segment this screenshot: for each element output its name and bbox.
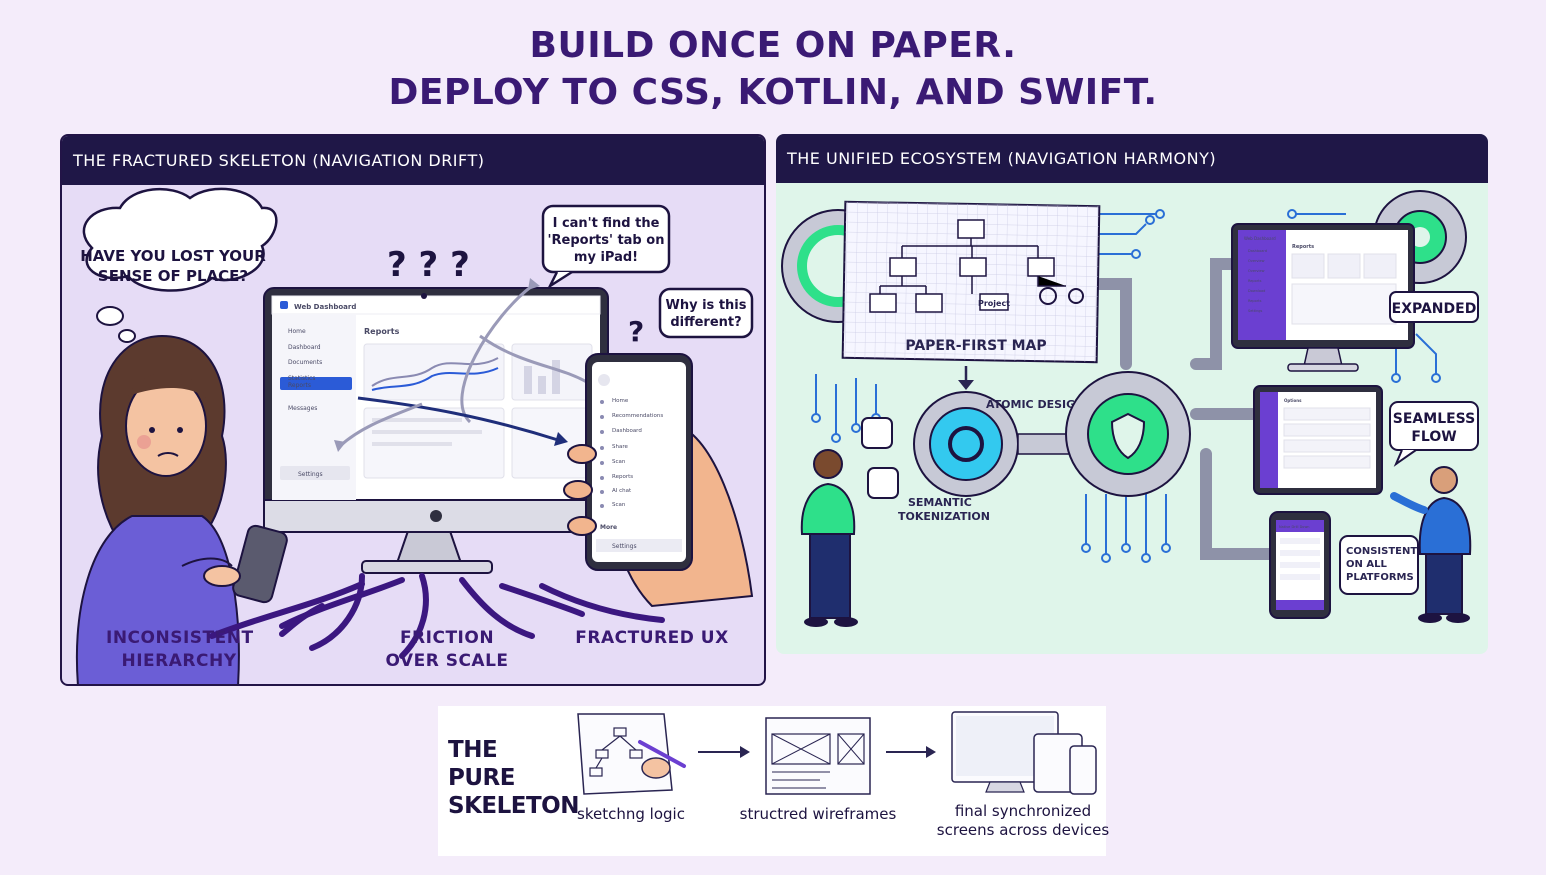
- phone-title: Native Drill Down: [1279, 525, 1310, 529]
- seamless-line-2: FLOW: [1411, 429, 1456, 445]
- step-label-wireframes: structred wireframes: [739, 805, 897, 823]
- ipad-bubble-line-1: I can't find the: [553, 216, 660, 231]
- consistent-tag: CONSISTENT ON ALL PLATFORMS: [1339, 535, 1419, 595]
- different-bubble-line-2: different?: [670, 315, 741, 330]
- monitor-app-title: Web Dashboard: [294, 303, 356, 311]
- person-left: [800, 449, 858, 627]
- desktop-nav-3[interactable]: Reports: [1248, 279, 1262, 283]
- phone-in-hand: Home Recommendations Dashboard Share Sca…: [563, 353, 754, 608]
- atomic-design-label: ATOMIC DESIGN: [986, 398, 1084, 411]
- caption-inconsistent-hierarchy: INCONSISTENT HIERARCHY: [106, 628, 254, 671]
- confused-woman: [75, 334, 288, 684]
- expanded-label: EXPANDED: [1392, 301, 1477, 317]
- phone-nav-home[interactable]: Home: [612, 398, 629, 404]
- fractured-skeleton-panel: THE FRACTURED SKELETON (NAVIGATION DRIFT…: [60, 134, 766, 686]
- consistent-line-1: CONSISTENT: [1346, 546, 1417, 557]
- desktop-nav-6[interactable]: Settings: [1248, 309, 1263, 313]
- svg-text:?: ?: [628, 315, 644, 348]
- different-speech-bubble: Why is this different? ?: [628, 287, 754, 348]
- fractured-illustration: HAVE YOU LOST YOUR SENSE OF PLACE? ? ? ?…: [75, 187, 754, 684]
- fractured-roots: [209, 573, 665, 659]
- phone-nav-scan[interactable]: Scan: [612, 459, 626, 465]
- desktop-nav-0[interactable]: Dashboard: [1248, 249, 1267, 253]
- desktop-content-title: Reports: [1292, 244, 1314, 250]
- pure-skeleton-title: THE PURE SKELETON: [448, 737, 579, 819]
- atomic-design-gear: ATOMIC DESIGN: [913, 391, 1084, 497]
- token-icons: SEMANTIC TOKENIZATION: [861, 417, 990, 523]
- tablet-title: Options: [1284, 398, 1302, 403]
- desktop-app-title: Web Dashboard: [1244, 236, 1276, 241]
- thought-bubble-line-1: HAVE YOU LOST YOUR: [80, 247, 266, 265]
- project-label: Project: [978, 299, 1010, 308]
- monitor-nav-statistics[interactable]: Statistics: [288, 375, 315, 382]
- unified-desktop: Web Dashboard Reports Dashboard Overview…: [1231, 223, 1415, 372]
- phone-nav-share[interactable]: Share: [612, 444, 628, 450]
- monitor-nav-home[interactable]: Home: [288, 328, 306, 335]
- caption-friction-over-scale: FRICTION OVER SCALE: [385, 628, 509, 671]
- right-panel-header: THE UNIFIED ECOSYSTEM (NAVIGATION HARMON…: [776, 134, 1488, 183]
- unified-illustration: Project PAPER-FIRST MAP ATOMIC DESIGN SE…: [781, 190, 1479, 627]
- phone-nav-reports[interactable]: Reports: [612, 474, 633, 480]
- unified-ecosystem-panel: THE UNIFIED ECOSYSTEM (NAVIGATION HARMON…: [776, 134, 1488, 654]
- title-line-2: DEPLOY TO CSS, KOTLIN, AND SWIFT.: [388, 72, 1158, 113]
- ipad-speech-bubble: I can't find the 'Reports' tab on my iPa…: [541, 204, 671, 290]
- consistent-line-3: PLATFORMS: [1346, 572, 1414, 583]
- phone-nav-dashboard[interactable]: Dashboard: [612, 428, 642, 434]
- ipad-bubble-line-3: my iPad!: [574, 250, 638, 265]
- unified-phone: Native Drill Down: [1269, 511, 1331, 619]
- monitor-nav-documents[interactable]: Documents: [288, 359, 322, 366]
- thought-bubble: HAVE YOU LOST YOUR SENSE OF PLACE?: [80, 187, 278, 343]
- arrow-right-icon-2: [886, 746, 936, 758]
- seamless-line-1: SEAMLESS: [1393, 411, 1475, 427]
- caption-fractured-ux: FRACTURED UX: [575, 628, 729, 648]
- paper-first-map: Project PAPER-FIRST MAP: [841, 200, 1101, 390]
- drift-arrows: [334, 278, 591, 452]
- step-label-final-screens: final synchronized screens across device…: [936, 802, 1110, 839]
- monitor-nav-messages[interactable]: Messages: [288, 405, 317, 412]
- desktop-nav-5[interactable]: Reports: [1248, 299, 1262, 303]
- phone-nav-recommendations[interactable]: Recommendations: [612, 413, 663, 419]
- phone-nav-ai-chat[interactable]: AI chat: [612, 488, 632, 494]
- thought-bubble-line-2: SENSE OF PLACE?: [98, 267, 248, 285]
- ipad-bubble-line-2: 'Reports' tab on: [548, 233, 665, 248]
- semantic-label-2: TOKENIZATION: [898, 510, 990, 523]
- expanded-tag: EXPANDED: [1389, 291, 1479, 323]
- phone-settings[interactable]: Settings: [612, 543, 637, 550]
- arrow-right-icon-1: [698, 746, 750, 758]
- sketch-paper-icon: [577, 713, 686, 795]
- monitor-content-title: Reports: [364, 327, 400, 336]
- phone-nav-scan-2[interactable]: Scan: [612, 502, 626, 508]
- desktop-nav-1[interactable]: Overview: [1248, 259, 1265, 263]
- monitor-nav-dashboard[interactable]: Dashboard: [288, 344, 321, 351]
- semantic-label-1: SEMANTIC: [908, 496, 972, 509]
- unified-tablet: Options: [1253, 385, 1383, 495]
- desktop-nav-2[interactable]: Overview: [1248, 269, 1265, 273]
- pipes: [1092, 258, 1278, 560]
- monitor-settings[interactable]: Settings: [298, 471, 323, 478]
- different-bubble-line-1: Why is this: [666, 298, 747, 313]
- devices-icon: [951, 711, 1097, 795]
- monitor-nav-reports[interactable]: Reports: [288, 382, 311, 389]
- step-label-sketching: sketchng logic: [577, 805, 685, 823]
- desktop-nav-4[interactable]: Download: [1248, 289, 1265, 293]
- seamless-flow-tag: SEAMLESS FLOW: [1389, 401, 1479, 467]
- title-line-1: BUILD ONCE ON PAPER.: [529, 25, 1017, 66]
- phone-more: More: [600, 524, 617, 531]
- shield-gear: [1065, 371, 1191, 497]
- wireframe-icon: [765, 717, 871, 795]
- question-marks: ? ? ?: [387, 245, 470, 285]
- consistent-line-2: ON ALL: [1346, 559, 1387, 570]
- paper-first-map-label: PAPER-FIRST MAP: [905, 338, 1046, 354]
- left-panel-header: THE FRACTURED SKELETON (NAVIGATION DRIFT…: [62, 136, 764, 185]
- circuit-lines: [811, 209, 1441, 563]
- person-right: [1390, 466, 1472, 623]
- page-title: BUILD ONCE ON PAPER. DEPLOY TO CSS, KOTL…: [0, 22, 1546, 116]
